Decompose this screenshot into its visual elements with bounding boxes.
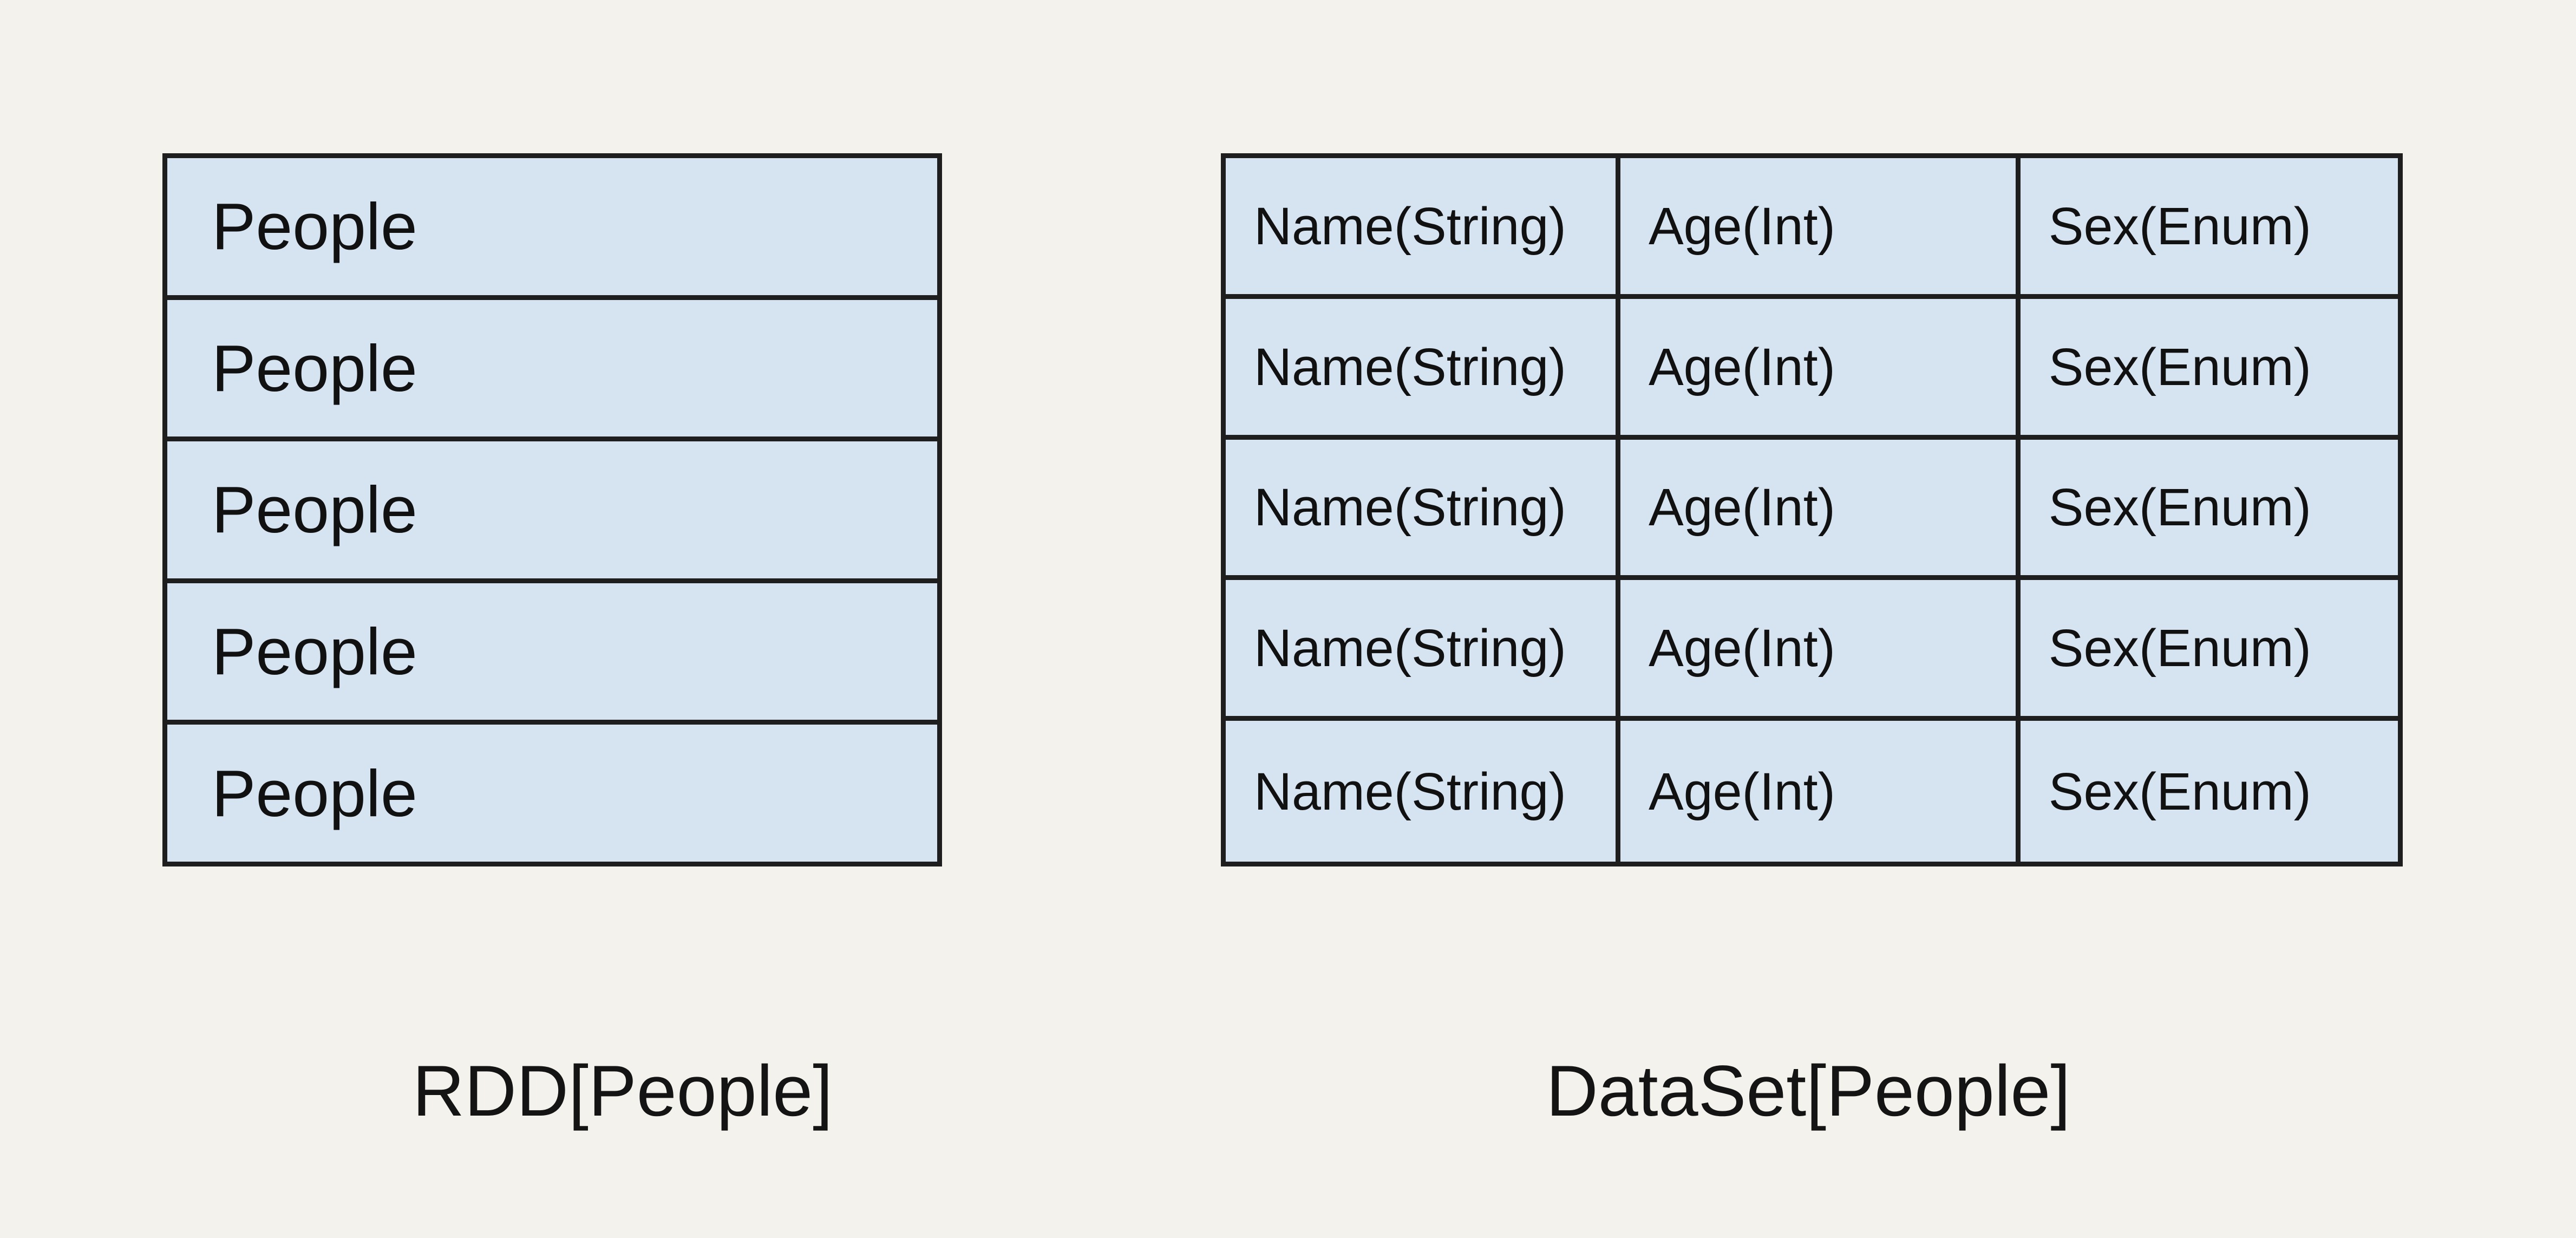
rdd-table-row: People (167, 158, 937, 300)
rdd-row-label: People (212, 756, 417, 830)
dataset-cell: Age(Int) (1620, 439, 2021, 581)
dataset-cell-label: Sex(Enum) (2048, 478, 2311, 537)
dataset-cell: Age(Int) (1620, 721, 2021, 862)
dataset-cell: Age(Int) (1620, 298, 2021, 440)
dataset-cell-label: Sex(Enum) (2048, 618, 2311, 678)
dataset-cell-label: Name(String) (1254, 761, 1566, 821)
dataset-cell-label: Age(Int) (1648, 618, 1835, 678)
rdd-table-row: People (167, 299, 937, 442)
dataset-cell-label: Name(String) (1254, 196, 1566, 256)
rdd-row-label: People (212, 190, 417, 264)
dataset-cell: Age(Int) (1620, 580, 2021, 721)
dataset-cell: Sex(Enum) (2020, 439, 2398, 581)
rdd-table: People People People People People (162, 153, 942, 866)
dataset-cell-label: Name(String) (1254, 618, 1566, 678)
rdd-row-label: People (212, 473, 417, 547)
dataset-cell: Sex(Enum) (2020, 580, 2398, 721)
dataset-cell-label: Sex(Enum) (2048, 196, 2311, 256)
dataset-cell: Sex(Enum) (2020, 158, 2398, 299)
dataset-cell: Name(String) (1226, 158, 1620, 299)
dataset-cell-label: Age(Int) (1648, 337, 1835, 396)
rdd-row-label: People (212, 331, 417, 405)
dataset-cell: Name(String) (1226, 721, 1620, 862)
dataset-cell: Sex(Enum) (2020, 721, 2398, 862)
rdd-table-row: People (167, 441, 937, 583)
dataset-cell: Sex(Enum) (2020, 298, 2398, 440)
rdd-table-row: People (167, 725, 937, 862)
dataset-cell-label: Name(String) (1254, 337, 1566, 396)
dataset-cell-label: Sex(Enum) (2048, 761, 2311, 821)
dataset-cell-label: Sex(Enum) (2048, 337, 2311, 396)
dataset-cell-label: Age(Int) (1648, 478, 1835, 537)
rdd-row-label: People (212, 615, 417, 689)
rdd-table-row: People (167, 583, 937, 725)
dataset-cell-label: Age(Int) (1648, 196, 1835, 256)
dataset-cell: Name(String) (1226, 439, 1620, 581)
dataset-table: Name(String) Age(Int) Sex(Enum) Name(Str… (1221, 153, 2403, 866)
dataset-cell: Name(String) (1226, 580, 1620, 721)
dataset-cell: Name(String) (1226, 298, 1620, 440)
dataset-table-caption: DataSet[People] (1546, 1051, 2071, 1131)
dataset-cell-label: Age(Int) (1648, 761, 1835, 821)
dataset-cell-label: Name(String) (1254, 478, 1566, 537)
rdd-table-caption: RDD[People] (412, 1051, 833, 1131)
dataset-cell: Age(Int) (1620, 158, 2021, 299)
